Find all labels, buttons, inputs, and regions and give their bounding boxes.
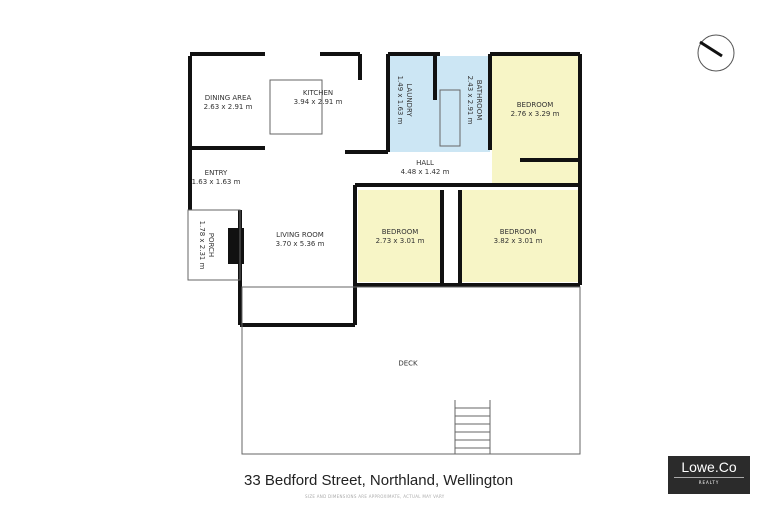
deck-outline (187, 79, 581, 455)
room-fills (358, 56, 578, 282)
room-deck: DECK (398, 359, 418, 368)
address: 33 Bedford Street, Northland, Wellington (244, 472, 514, 489)
walls (188, 52, 582, 327)
fireplace (228, 228, 244, 264)
agency-logo: Lowe.Co REALTY (668, 456, 750, 494)
north-arrow-icon (697, 34, 735, 72)
disclaimer: SIZE AND DIMENSIONS ARE APPROXIMATE, ACT… (305, 494, 445, 499)
